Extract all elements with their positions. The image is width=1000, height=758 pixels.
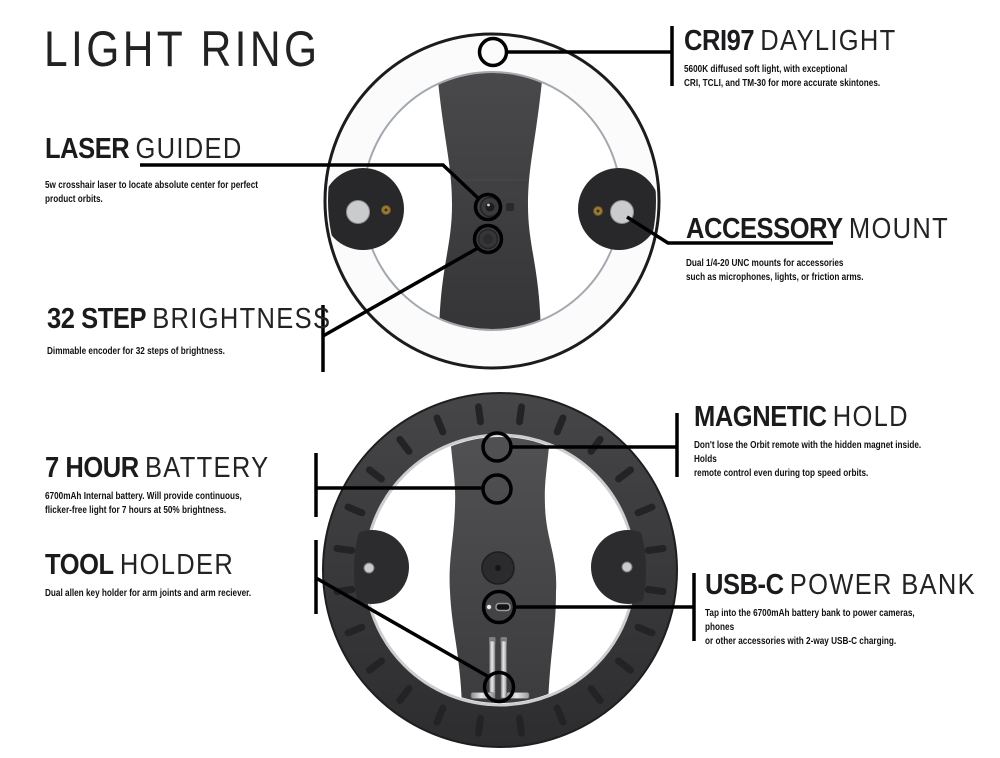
- laser-warning-icon: [506, 203, 514, 211]
- brightness-encoder-knob: [477, 228, 499, 250]
- magnetic-heading-light: HOLD: [832, 401, 909, 433]
- magnetic-body: Don't lose the Orbit remote with the hid…: [694, 439, 922, 479]
- back-ring-tick: [587, 685, 604, 705]
- accessory-heading-bold: ACCESSORY: [686, 213, 843, 245]
- back-ring-tick: [433, 414, 447, 436]
- back-ring-tick: [475, 714, 484, 737]
- step32-heading-bold: 32 STEP: [47, 303, 147, 335]
- back-ring-tick: [634, 503, 656, 517]
- back-right-pod-screw: [621, 561, 633, 573]
- page-title: LIGHT RING: [44, 21, 321, 77]
- battery-heading-light: BATTERY: [144, 452, 270, 484]
- back-ring-tick: [344, 623, 366, 637]
- front-accessory-pods: [328, 168, 656, 250]
- back-ring-tick: [516, 714, 525, 737]
- cri97-body: 5600K diffused soft light, with exceptio…: [684, 63, 881, 89]
- back-ring-tick: [553, 414, 567, 436]
- tool-heading-bold: TOOL: [45, 549, 114, 581]
- back-ring-tick: [615, 657, 635, 674]
- light-ring-front-illustration: [323, 32, 661, 370]
- brightness-callout-circle: [472, 223, 504, 255]
- back-ring-tick: [615, 466, 635, 483]
- accessory-leader-line: [626, 215, 833, 245]
- laser-heading-light: GUIDED: [135, 133, 243, 165]
- back-ring-tick: [553, 704, 567, 726]
- usbc-heading-light: POWER BANK: [789, 569, 976, 601]
- back-ring-tick: [333, 545, 356, 554]
- back-ring-tick: [644, 586, 667, 595]
- cri97-heading-light: DAYLIGHT: [760, 25, 897, 57]
- usbc-heading-bold: USB-C: [705, 569, 784, 601]
- tool-body: Dual allen key holder for arm joints and…: [45, 587, 252, 599]
- accessory-body: Dual 1/4-20 UNC mounts for accessories s…: [686, 257, 864, 283]
- front-left-mount-screw: [381, 205, 391, 215]
- front-right-mount-screw: [593, 206, 603, 216]
- front-left-silver-button: [346, 200, 370, 224]
- usb-c-port: [485, 602, 511, 612]
- back-ring-tick: [516, 403, 525, 426]
- back-ring-tick: [344, 503, 366, 517]
- accessory-heading-light: MOUNT: [848, 213, 950, 245]
- usbc-body: Tap into the 6700mAh battery bank to pow…: [705, 607, 915, 647]
- battery-heading-bold: 7 HOUR: [45, 452, 139, 484]
- back-accessory-pods: [354, 530, 646, 604]
- light-ring-back-illustration: [322, 392, 678, 748]
- brightness-leader-line: [322, 246, 479, 338]
- tool-leader-line: [315, 576, 490, 679]
- back-ring-tick: [365, 657, 385, 674]
- step32-heading-light: BRIGHTNESS: [152, 303, 332, 335]
- back-ring-tick: [644, 545, 667, 554]
- back-left-pod-screw: [363, 562, 375, 574]
- battery-body: 6700mAh Internal battery. Will provide c…: [45, 490, 242, 516]
- status-led: [485, 603, 493, 611]
- back-ring-tick: [396, 435, 413, 455]
- magnetic-heading-bold: MAGNETIC: [694, 401, 827, 433]
- step32-body: Dimmable encoder for 32 steps of brightn…: [47, 345, 225, 357]
- back-ring-tick: [396, 685, 413, 705]
- tool-callout-circle: [482, 670, 516, 704]
- back-ring-tick: [365, 466, 385, 483]
- laser-body: 5w crosshair laser to locate absolute ce…: [45, 179, 259, 205]
- cri97-heading-bold: CRI97: [684, 25, 755, 57]
- tool-heading-light: HOLDER: [119, 549, 235, 581]
- back-ring-tick: [475, 403, 484, 426]
- arm-receiver-knob: [481, 551, 515, 585]
- back-ring-tick: [634, 623, 656, 637]
- laser-callout-circle: [473, 192, 503, 222]
- callout-lines: [140, 26, 833, 704]
- laser-heading-bold: LASER: [45, 133, 130, 165]
- laser-leader-line: [140, 163, 481, 201]
- back-ring-tick: [433, 704, 447, 726]
- laser-emitter: [479, 196, 514, 218]
